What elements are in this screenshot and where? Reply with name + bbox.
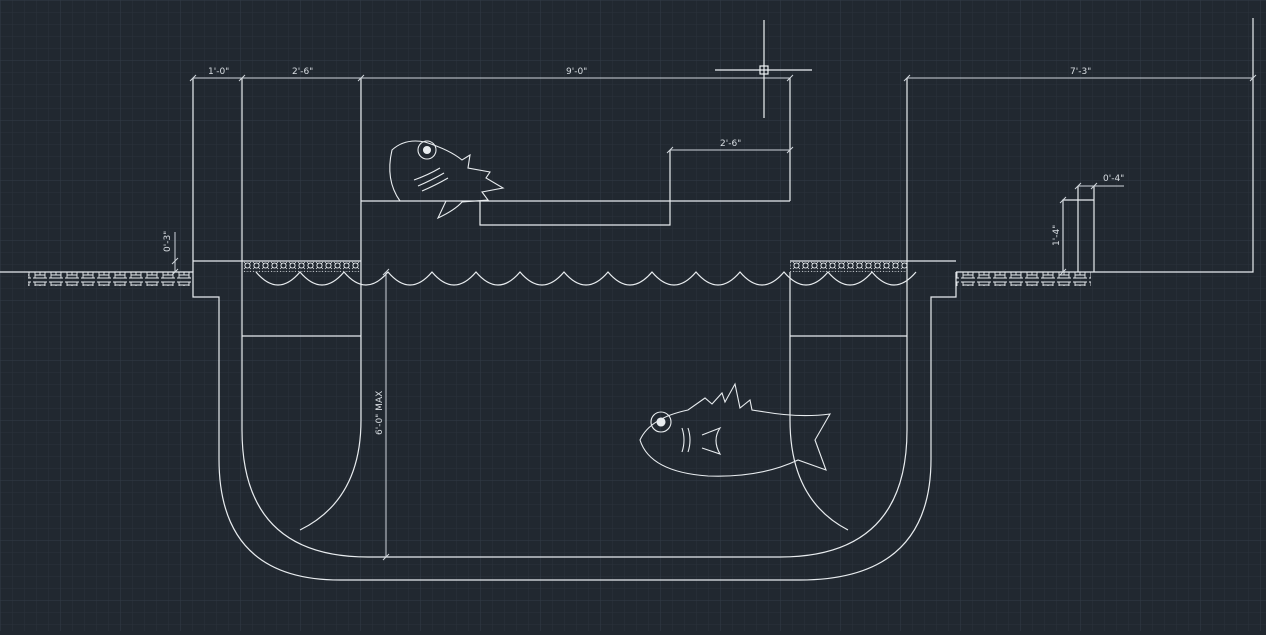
dim-label-7ft3: 7'-3"	[1070, 67, 1091, 77]
dim-label-1ft: 1'-0"	[208, 67, 229, 77]
paver-band-right	[956, 272, 1091, 286]
dim-label-2ft6-left: 2'-6"	[292, 67, 313, 77]
dim-label-1ft4: 1'-4"	[1052, 225, 1062, 246]
dim-label-depth: 6'-0" MAX	[375, 391, 385, 435]
water-surface	[255, 271, 917, 286]
dim-label-2ft6-step: 2'-6"	[720, 139, 741, 149]
dim-label-9ft: 9'-0"	[566, 67, 587, 77]
stone-band-left	[243, 261, 361, 272]
pond-liner-inner	[241, 272, 908, 558]
left-shelf	[242, 272, 362, 531]
cartoon-fish-icon	[639, 382, 832, 477]
dimension-labels: 1'-0" 2'-6" 9'-0" 7'-3" 2'-6" 0'-4" 0'-3…	[163, 67, 1124, 435]
right-shelf	[789, 272, 907, 531]
paver-band-left	[28, 272, 193, 286]
cartoon-fish-icon	[389, 140, 505, 220]
dim-label-3in: 0'-3"	[163, 231, 173, 252]
pond-structure	[0, 18, 1254, 581]
ground-line-left	[0, 271, 957, 581]
dimension-lines	[171, 74, 1257, 561]
stone-band-right	[790, 261, 907, 272]
dim-label-4in: 0'-4"	[1103, 174, 1124, 184]
waterfall-step	[361, 150, 790, 226]
crosshair-cursor-icon	[715, 20, 812, 118]
